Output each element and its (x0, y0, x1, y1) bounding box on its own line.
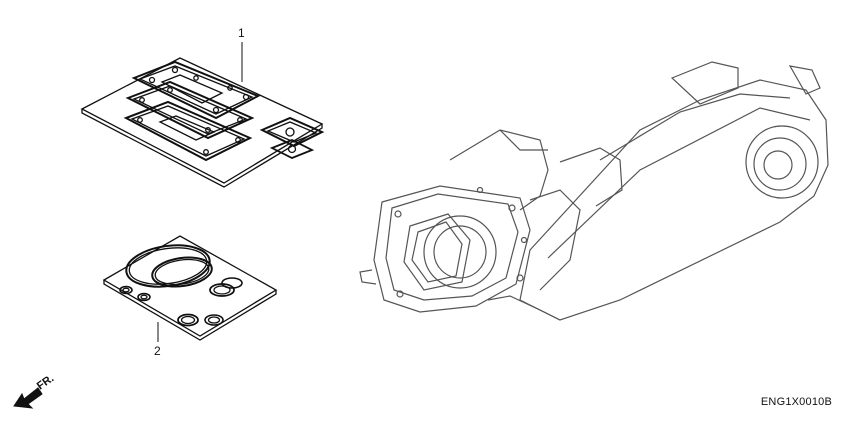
engine-assembly-illustration (359, 61, 829, 321)
part-2-callout[interactable]: 2 (154, 344, 161, 358)
gasket-kit-b-icon[interactable] (102, 235, 278, 342)
gasket-kit-a-icon[interactable] (80, 42, 325, 188)
part-1-callout[interactable]: 1 (238, 26, 245, 40)
diagram-code: ENG1X0010B (760, 396, 832, 408)
front-direction-arrow-icon: FR. (13, 372, 56, 409)
